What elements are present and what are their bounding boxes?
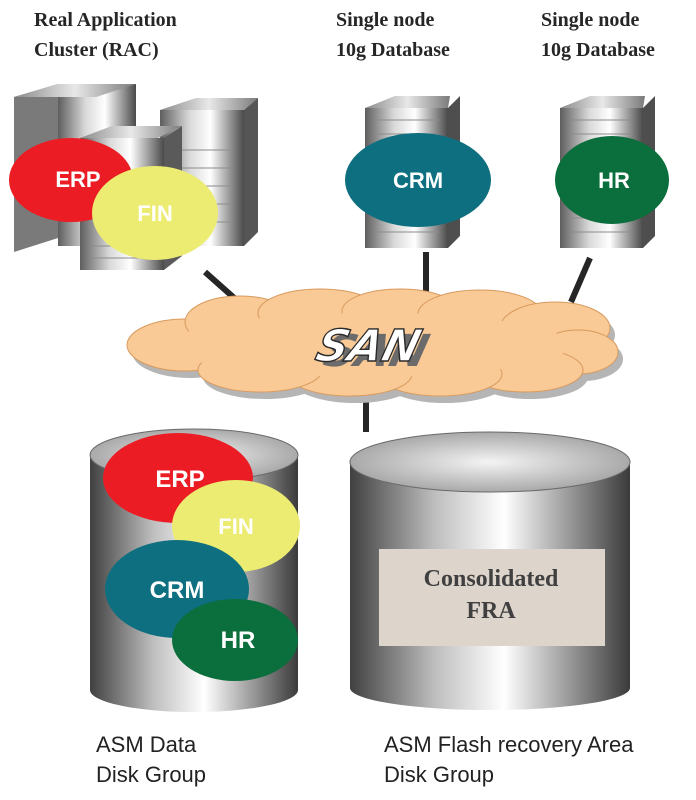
crm-node-header-line1: Single node — [336, 9, 435, 31]
asm-fra-caption: ASM Flash recovery Area Disk Group — [384, 730, 633, 790]
crm-node-header: Single node 10g Database — [336, 5, 450, 65]
data-fin-label: FIN — [218, 514, 253, 539]
san-label: SAN — [311, 321, 426, 372]
asm-fra-caption-line2: Disk Group — [384, 762, 495, 787]
consolidated-fra-box — [379, 549, 605, 646]
crm-db-ellipse — [345, 133, 491, 227]
hr-node-header-line2: 10g Database — [541, 39, 655, 61]
data-hr-label: HR — [221, 627, 256, 654]
rac-header-line2: Cluster (RAC) — [34, 39, 159, 61]
fra-box-line2: FRA — [466, 598, 516, 624]
erp-db-label: ERP — [55, 167, 100, 192]
asm-data-caption-line2: Disk Group — [96, 762, 207, 787]
data-crm-label: CRM — [150, 577, 205, 604]
hr-db-ellipse — [555, 136, 669, 224]
asm-data-caption: ASM Data Disk Group — [96, 730, 206, 790]
san-cloud — [126, 288, 623, 403]
crm-db-label: CRM — [393, 168, 443, 193]
hr-node-header: Single node 10g Database — [541, 5, 655, 65]
hr-to-san-line — [568, 256, 593, 304]
crm-node-header-line2: 10g Database — [336, 39, 450, 61]
hr-node-header-line1: Single node — [541, 9, 640, 31]
hr-db-label: HR — [598, 168, 630, 193]
rac-header-line1: Real Application — [34, 9, 177, 31]
rac-header: Real Application Cluster (RAC) — [34, 5, 177, 65]
fin-db-label: FIN — [137, 201, 172, 226]
fin-db-ellipse — [92, 166, 218, 260]
asm-fra-caption-line1: ASM Flash recovery Area — [384, 732, 634, 757]
asm-data-caption-line1: ASM Data — [96, 732, 197, 757]
data-hr-ellipse — [172, 599, 298, 681]
fra-box-line1: Consolidated — [424, 566, 559, 592]
san-label-shadow: SAN — [319, 326, 434, 377]
data-erp-label: ERP — [155, 466, 204, 493]
